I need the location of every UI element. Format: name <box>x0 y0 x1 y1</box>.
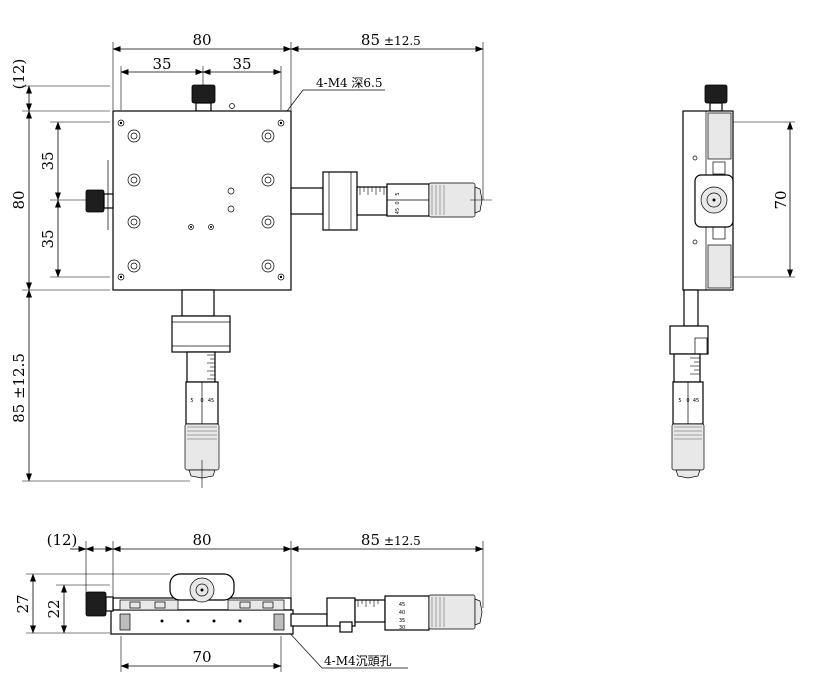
total-height-label: 27 <box>14 594 32 613</box>
y-micrometer: 5 0 45 <box>171 289 231 488</box>
hole-offset-top: 35 <box>39 151 57 170</box>
side-view: 70 5 0 45 <box>669 84 795 479</box>
svg-text:45: 45 <box>399 602 405 608</box>
svg-text:0: 0 <box>395 201 401 204</box>
hole-offset-left: 35 <box>152 55 171 73</box>
front-width-label: 80 <box>192 531 211 549</box>
front-travel-label: 85 <box>361 531 380 549</box>
hole-offset-right: 35 <box>232 55 251 73</box>
svg-text:35: 35 <box>399 618 405 624</box>
mounting-holes <box>117 119 285 281</box>
svg-text:5: 5 <box>678 398 681 404</box>
stage-plate <box>112 110 292 291</box>
left-lock-knob <box>85 189 105 213</box>
hole-note: 4-M4沉頭孔 <box>324 654 392 668</box>
front-overhang-label: (12) <box>47 531 78 549</box>
tap-note: 4-M4 深6.5 <box>316 76 383 90</box>
front-travel-tolerance: ±12.5 <box>384 534 421 548</box>
svg-text:0: 0 <box>200 398 203 404</box>
travel-vertical-label: 85 ±12.5 <box>10 353 28 423</box>
svg-text:45: 45 <box>693 398 699 404</box>
front-view: (12) 80 85 ±12.5 27 22 70 4-M4沉頭孔 <box>14 531 484 672</box>
svg-text:5: 5 <box>395 192 401 195</box>
hole-spacing-label: 70 <box>192 648 211 666</box>
svg-text:0: 0 <box>686 398 689 404</box>
svg-text:30: 30 <box>399 625 405 631</box>
hole-offset-bottom: 35 <box>39 229 57 248</box>
travel-label: 85 <box>361 31 380 49</box>
overhang-label: (12) <box>10 59 28 90</box>
x-micrometer: 5 0 45 <box>290 171 492 231</box>
side-height-label: 70 <box>772 190 790 209</box>
top-view: 80 85 ±12.5 35 35 (12) 80 35 35 85 ±12.5… <box>10 31 492 488</box>
svg-text:40: 40 <box>399 610 405 616</box>
body-height-label: 22 <box>45 599 63 618</box>
svg-text:45: 45 <box>395 208 401 214</box>
height-label: 80 <box>10 190 28 209</box>
svg-text:5: 5 <box>190 398 193 404</box>
front-base <box>110 609 294 635</box>
svg-text:45: 45 <box>208 398 214 404</box>
travel-tolerance: ±12.5 <box>384 34 421 48</box>
width-label: 80 <box>192 31 211 49</box>
top-knob <box>191 84 216 104</box>
